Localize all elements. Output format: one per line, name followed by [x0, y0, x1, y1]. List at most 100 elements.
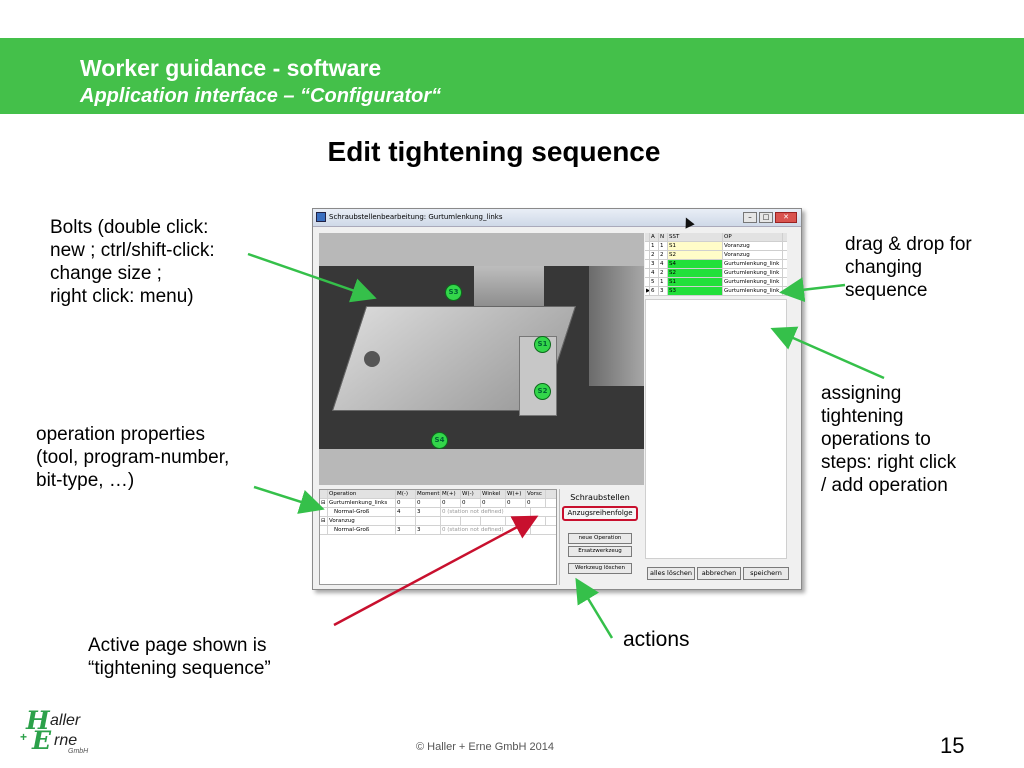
logo-plus: + — [20, 730, 28, 744]
tool-name: Normal-Groß — [328, 508, 396, 516]
operation-group-row[interactable]: ⊟Voranzug — [320, 517, 556, 526]
operation-value: 0 — [416, 499, 441, 507]
operation-value — [441, 517, 461, 525]
cancel-button[interactable]: abbrechen — [697, 567, 741, 580]
column-header — [645, 233, 650, 241]
fixture-right — [589, 266, 644, 386]
cell-bolt: S4 — [668, 260, 723, 268]
bolt-marker[interactable]: S1 — [534, 336, 551, 353]
arrow-operations — [253, 485, 325, 514]
replacement-tool-button[interactable]: Ersatzwerkzeug — [568, 546, 632, 557]
operation-value — [416, 517, 441, 525]
row-selector — [320, 526, 328, 534]
save-button[interactable]: speichern — [743, 567, 789, 580]
bolt-marker[interactable]: S3 — [445, 284, 462, 301]
new-operation-button[interactable]: neue Operation — [568, 533, 632, 544]
column-header: Vorsc — [526, 490, 546, 498]
cell-operation: Voranzug — [723, 251, 783, 259]
cell-number: 1 — [659, 278, 668, 286]
delete-tool-button[interactable]: Werkzeug löschen — [568, 563, 632, 574]
row-selector[interactable] — [645, 260, 650, 268]
bolt-marker[interactable]: S2 — [534, 383, 551, 400]
header-bar — [0, 38, 1024, 114]
fixture-top — [474, 266, 544, 306]
logo-letter: H — [26, 706, 50, 735]
window-titlebar[interactable]: Schraubstellenbearbeitung: Gurtumlenkung… — [313, 209, 801, 227]
row-selector[interactable]: ▶ — [646, 287, 650, 295]
row-selector[interactable] — [645, 251, 650, 259]
slide-subtitle: Application interface – “Configurator“ — [80, 85, 442, 107]
row-selector[interactable] — [645, 269, 650, 277]
cell-index: 4 — [650, 269, 659, 277]
operation-table[interactable]: Operation M(-) Moment M(+) W(-) Winkel W… — [319, 489, 557, 585]
tool-moment: 3 — [416, 526, 441, 534]
row-selector[interactable] — [645, 278, 650, 286]
cell-bolt: S1 — [668, 242, 723, 250]
column-header: SST — [668, 233, 723, 241]
operation-value: 0 — [526, 499, 546, 507]
note-drag-drop: drag & drop for changing sequence — [845, 234, 972, 301]
window-title: Schraubstellenbearbeitung: Gurtumlenkung… — [329, 213, 503, 221]
operation-name: Voranzug — [328, 517, 396, 525]
column-header: W(-) — [461, 490, 481, 498]
operation-value: 0 — [441, 499, 461, 507]
cell-number: 2 — [659, 251, 668, 259]
tool-station-note: 0 (station not defined) — [441, 526, 531, 534]
close-button[interactable]: ✕ — [775, 212, 797, 223]
minimize-button[interactable]: – — [743, 212, 757, 223]
cell-number: 2 — [659, 269, 668, 277]
tool-m-minus: 3 — [396, 526, 416, 534]
tab-anzugsreihenfolge[interactable]: Anzugsreihenfolge — [562, 506, 638, 521]
operation-name: Gurtumlenkung_links — [328, 499, 396, 507]
arrow-actions — [575, 577, 614, 639]
column-header: M(-) — [396, 490, 416, 498]
cell-index: 1 — [650, 242, 659, 250]
delete-all-button[interactable]: alles löschen — [647, 567, 695, 580]
note-operation-properties: operation properties (tool, program-numb… — [36, 424, 230, 491]
cell-number: 3 — [659, 287, 668, 295]
cell-bolt: S3 — [668, 287, 723, 295]
row-selector[interactable] — [645, 242, 650, 250]
cell-operation: Gurtumlenkung_link — [723, 278, 783, 286]
note-bolts: Bolts (double click: new ; ctrl/shift-cl… — [50, 217, 215, 307]
operation-value — [396, 517, 416, 525]
operation-value: 0 — [506, 499, 526, 507]
part-image[interactable]: S3 S1 S2 S4 — [319, 266, 644, 449]
operation-value: 0 — [396, 499, 416, 507]
cell-operation: Voranzug — [723, 242, 783, 250]
tab-schraubstellen[interactable]: Schraubstellen — [570, 493, 630, 502]
logo-text: rne — [54, 732, 78, 749]
actions-panel: Schraubstellen Anzugsreihenfolge neue Op… — [559, 489, 639, 585]
column-header — [320, 490, 328, 498]
collapse-icon[interactable]: ⊟ — [320, 517, 328, 525]
copyright: © Haller + Erne GmbH 2014 — [415, 741, 555, 753]
cell-index: 2 — [650, 251, 659, 259]
maximize-button[interactable]: □ — [759, 212, 773, 223]
page-number: 15 — [940, 733, 965, 758]
cell-index: 3 — [650, 260, 659, 268]
note-actions: actions — [623, 628, 690, 651]
image-margin-top — [319, 233, 644, 266]
cell-operation: Gurtumlenkung_link — [723, 287, 783, 295]
column-header: W(+) — [506, 490, 526, 498]
operation-value: 0 — [461, 499, 481, 507]
cell-bolt: S2 — [668, 269, 723, 277]
column-header: Winkel — [481, 490, 506, 498]
app-icon — [316, 212, 326, 222]
column-header: Operation — [328, 490, 396, 498]
cell-bolt: S2 — [668, 251, 723, 259]
collapse-icon[interactable]: ⊟ — [320, 499, 328, 507]
configurator-window: Schraubstellenbearbeitung: Gurtumlenkung… — [312, 208, 802, 590]
bolt-marker[interactable]: S4 — [431, 432, 448, 449]
